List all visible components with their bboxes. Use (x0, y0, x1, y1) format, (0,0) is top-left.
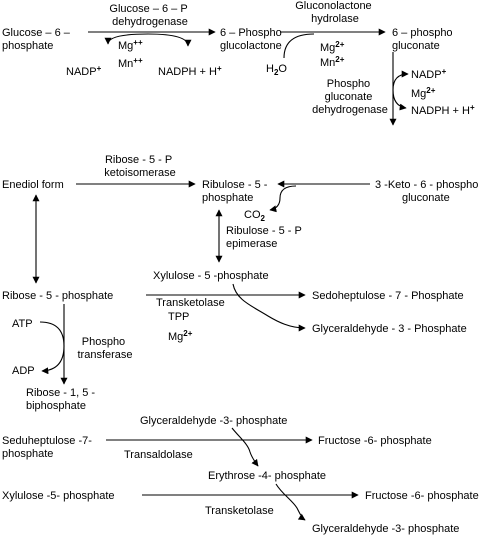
step3-nadp-label: NADP+ (411, 67, 447, 81)
nadp-reduction-curve-arrow (104, 33, 192, 47)
step8-xylulose-5-phosphate-label: Xylulose -5- phosphate (2, 490, 115, 502)
transaldolase-label: Transaldolase (124, 449, 193, 461)
water-input-curve (283, 33, 315, 59)
enediol-form-label: Enediol form (2, 179, 64, 191)
water-label: H2O (266, 63, 287, 77)
ribose-5-phosphate-label: Ribose - 5 - phosphate (2, 290, 113, 302)
step7-fructose-6-phosphate-label: Fructose -6- phosphate (318, 435, 432, 447)
sedoheptulose-7-phosphate-label: Sedoheptulose - 7 - Phosphate (312, 290, 464, 302)
ribose-5-p-ketoisomerase-label: Ribose - 5 - P ketoisomerase (104, 154, 176, 179)
step8-glyceraldehyde-3-phosphate-label: Glyceraldehyde -3- phosphate (312, 523, 459, 535)
glyceraldehyde-to-erythrose-curve (231, 427, 259, 467)
co2-release-curve-arrow (269, 185, 297, 213)
xylulose-5-phosphate-label: Xylulose - 5 -phosphate (153, 270, 269, 282)
step5-mg-cofactor: Mg2+ (168, 329, 193, 343)
phosphoglucolactone-label: 6 – Phospho glucolactone (220, 27, 285, 52)
phosphogluconate-dehydrogenase-label: Phospho gluconate dehydrogenase (312, 78, 388, 116)
erythrose-4-phosphate-label: Erythrose -4- phosphate (208, 470, 326, 482)
glucose-6-phosphate-label: Glucose – 6 – phosphate (2, 27, 73, 52)
step3-mg-cofactor: Mg2+ (411, 86, 436, 100)
step2-mg-cofactor: Mg2+ (320, 40, 345, 54)
atp-to-adp-curve-arrow (39, 321, 65, 375)
g6p-dehydrogenase-label: Glucose – 6 – P dehydrogenase (109, 3, 190, 28)
ribose-1-5-biphosphate-label: Ribose - 1, 5 - biphosphate (26, 387, 98, 412)
step8-transketolase-label: Transketolase (205, 505, 274, 517)
3-keto-6-phosphogluconate-label: 3 -Keto - 6 - phospho gluconate (375, 179, 481, 204)
step1-nadph-label: NADPH + H+ (158, 64, 222, 78)
phosphotransferase-label: Phospho transferase (77, 336, 132, 361)
ribulose-5-phosphate-label: Ribulose - 5 - phosphate (202, 179, 270, 204)
step3-nadph-label: NADPH + H+ (411, 103, 475, 117)
step1-mn-cofactor: Mn++ (118, 56, 143, 70)
step8-fructose-6-phosphate-label: Fructose -6- phosphate (365, 490, 479, 502)
step1-nadp-label: NADP+ (66, 64, 102, 78)
seduheptulose-7-phosphate-label: Seduheptulose -7- phosphate (2, 435, 95, 460)
step7-glyceraldehyde-3-phosphate-label: Glyceraldehyde -3- phosphate (140, 415, 287, 427)
step5-glyceraldehyde-3-phosphate-label: Glyceraldehyde - 3 - Phosphate (312, 323, 467, 335)
ribulose-5-p-epimerase-label: Ribulose - 5 - P epimerase (226, 225, 305, 250)
adp-label: ADP (12, 365, 35, 377)
atp-label: ATP (12, 318, 33, 330)
step5-tpp-label: TPP (168, 311, 189, 323)
step5-transketolase-label: Transketolase (156, 297, 225, 309)
co2-label: CO2 (244, 209, 266, 223)
6-phosphogluconate-label: 6 – phospho gluconate (392, 27, 456, 52)
step3-nadp-reduction-curve (392, 70, 409, 111)
step1-mg-cofactor: Mg++ (118, 38, 143, 52)
step2-mn-cofactor: Mn2+ (320, 55, 345, 69)
xylulose-to-glyceraldehyde-curve (232, 283, 306, 332)
erythrose-to-glyceraldehyde-curve (275, 483, 306, 521)
gluconolactone-hydrolase-label: Gluconolactone hydrolase (295, 0, 375, 25)
